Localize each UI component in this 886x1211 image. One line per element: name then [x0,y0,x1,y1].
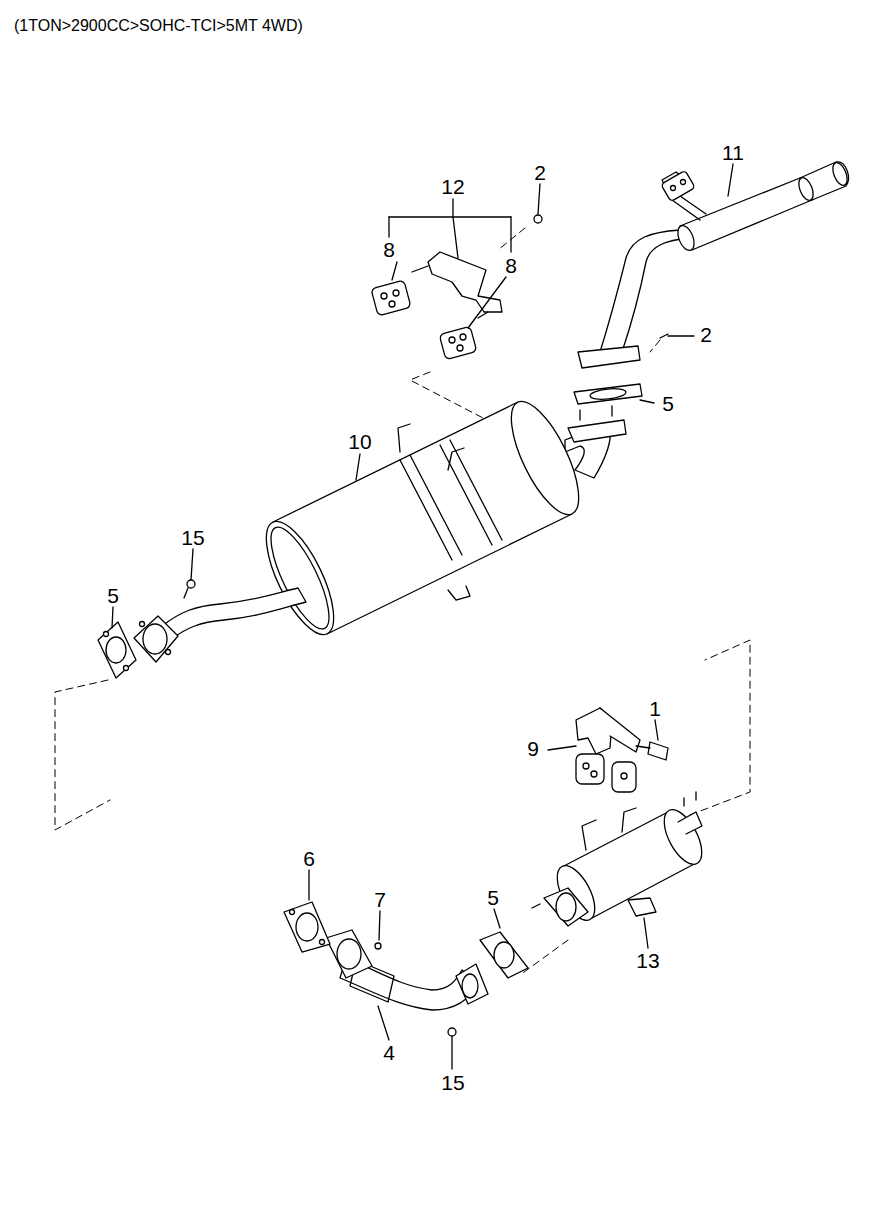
callout-number: 4 [382,1042,396,1063]
callout-number: 6 [302,848,316,869]
callout-number: 7 [373,889,387,910]
diagram-title: (1TON>2900CC>SOHC-TCI>5MT 4WD) [14,17,303,35]
callout-number: 5 [486,887,500,908]
callout-number: 1 [648,698,662,719]
callout-number: 15 [180,527,205,548]
callout-number: 11 [721,142,745,163]
callout-number: 8 [382,239,396,260]
callout-number: 5 [106,585,120,606]
callout-number: 15 [440,1072,465,1093]
callout-number: 8 [504,255,518,276]
callout-number: 12 [440,176,465,197]
callout-number: 5 [661,393,675,414]
callout-number: 9 [526,738,540,759]
callout-number: 10 [347,431,372,452]
callout-number: 2 [533,162,547,183]
callout-number: 13 [635,950,660,971]
callout-number: 2 [699,324,713,345]
